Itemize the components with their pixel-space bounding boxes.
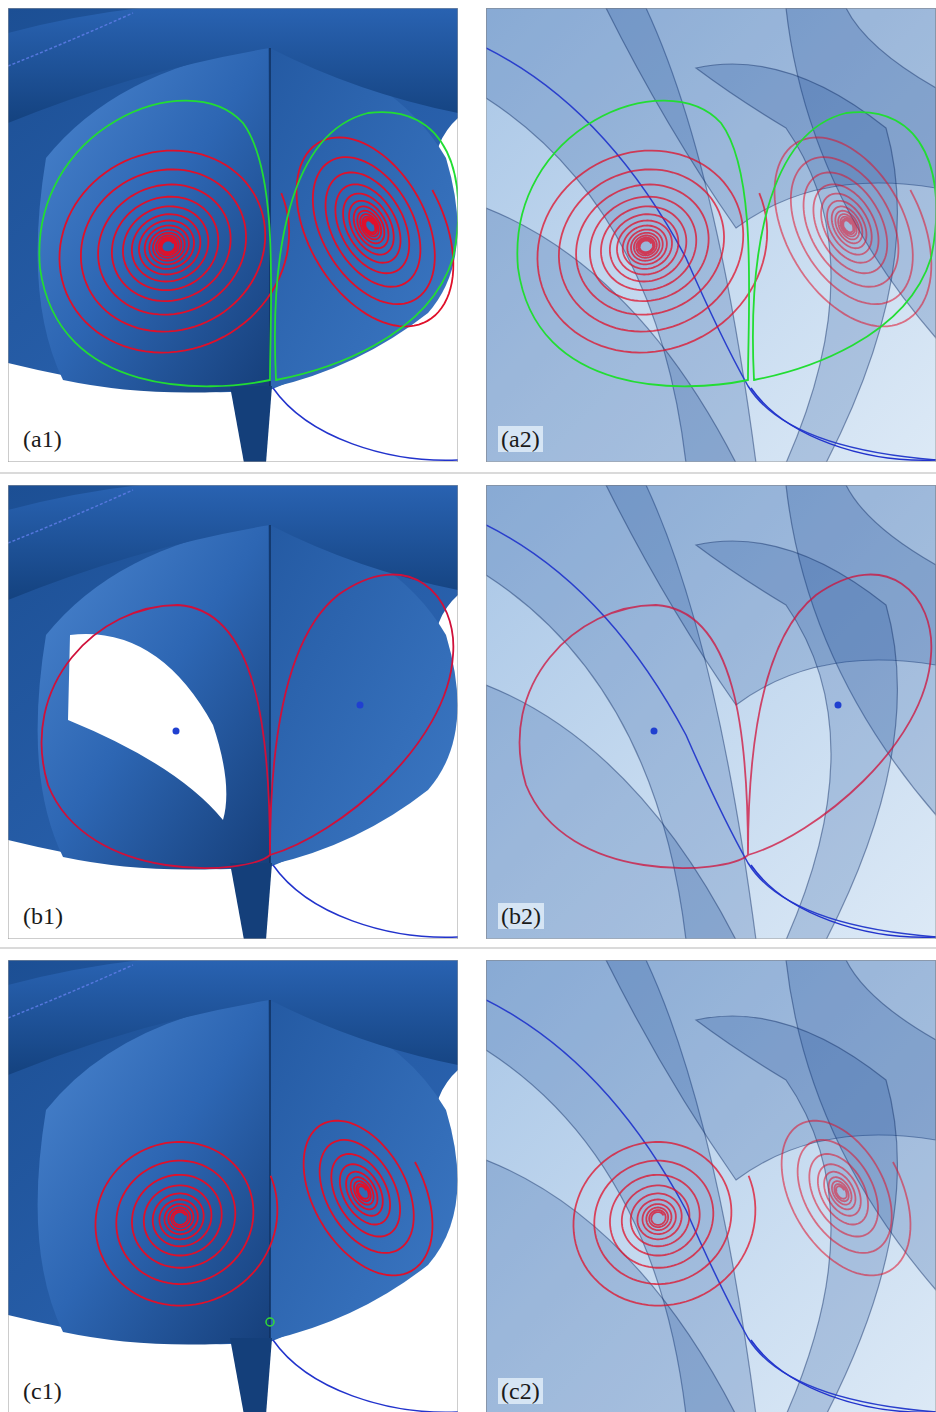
trajectory [486,48,936,460]
spiral-orbit [95,1142,277,1306]
spiral-orbit [304,1121,433,1276]
translucent-sheet [486,685,736,939]
translucent-sheet [486,1160,736,1412]
trajectory [751,1340,936,1412]
panel [8,8,458,462]
homoclinic-orbit [520,575,932,869]
row-separator [0,948,936,949]
surface-tube [8,960,458,1075]
spiral-orbit [537,151,767,353]
separating-curve [275,112,458,380]
panel-label: (a1) [20,426,65,452]
translucent-sheet [696,541,897,939]
trajectory [751,388,936,460]
trajectory [486,1000,936,1412]
panel-label: (c1) [20,1378,65,1404]
panel [486,485,936,939]
background [486,485,936,939]
separating-curve [753,112,936,380]
equilibrium-point [835,702,842,709]
surface-tube [8,485,458,600]
saddle-marker [266,1318,274,1326]
equilibrium-point [357,702,364,709]
panel-frame [486,8,936,462]
separating-curve [39,101,271,387]
panel-frame [8,485,458,939]
spiral-orbit [775,137,932,326]
spiral-orbit [297,137,454,326]
trajectory [273,865,458,937]
panel-frame [8,8,458,462]
panel [8,960,458,1412]
surface-stem [230,1338,272,1412]
equilibrium-point [651,728,658,735]
equilibrium-point [173,728,180,735]
panel-label: (c2) [498,1378,543,1404]
trajectory [486,525,936,937]
trajectory [751,865,936,937]
background [486,960,936,1412]
spiral-orbit [59,151,289,353]
trajectory [8,490,133,543]
surface-crease [269,1000,271,1340]
panel [8,485,458,939]
surface-tube [8,8,458,123]
surface-stem [230,386,272,462]
spiral-orbit [573,1142,755,1306]
panel [486,960,936,1412]
homoclinic-orbit [42,575,454,869]
panel-frame [486,485,936,939]
panel-label: (a2) [498,426,543,452]
surface-hole [68,634,226,820]
panel [486,8,936,462]
trajectory [273,1340,458,1412]
panel-label: (b2) [498,903,544,929]
row-separator [0,473,936,474]
trajectory [8,13,133,66]
panel-label: (b1) [20,903,66,929]
separating-curve [517,101,749,387]
panel-frame [8,960,458,1412]
trajectory [8,965,133,1018]
spiral-orbit [782,1121,911,1276]
trajectory [273,388,458,460]
background [486,8,936,462]
panel-frame [486,960,936,1412]
surface-stem [230,863,272,939]
